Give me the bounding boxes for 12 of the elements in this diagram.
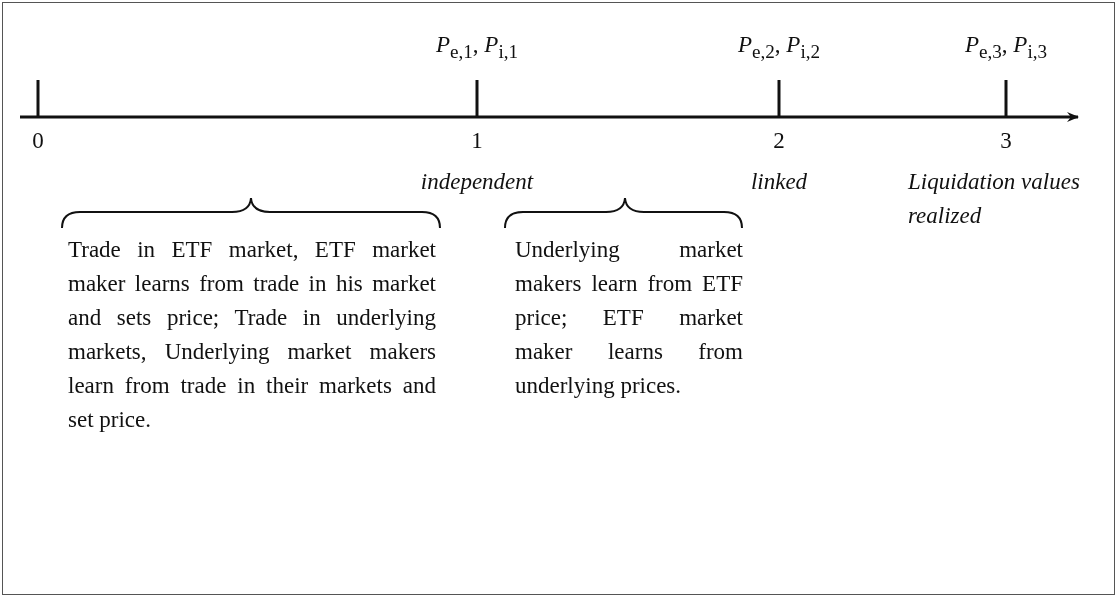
- price-label: P$_{e,1}$, P$_{i,1}$: [434, 31, 520, 64]
- period-label: independent: [419, 168, 535, 196]
- description-text: Underlying market makers learn from ETF price; ETF market maker learns from underlying prices.: [515, 236, 743, 400]
- price-label: P$_{e,3}$, P$_{i,3}$: [963, 31, 1049, 64]
- price-label: P$_{e,2}$, P$_{i,2}$: [736, 31, 822, 64]
- time-label: 3: [999, 127, 1013, 155]
- time-label: 0: [31, 127, 45, 155]
- description-text: Trade in ETF market, ETF market maker learns from trade in his market and sets price; Trade in underlying markets, Underlying market makers learn from trade in their markets and set price.: [68, 236, 436, 434]
- event-label: Liquidation values realized: [908, 168, 1081, 230]
- time-label: 1: [470, 127, 484, 155]
- time-label: 2: [772, 127, 786, 155]
- period-label: linked: [749, 168, 809, 196]
